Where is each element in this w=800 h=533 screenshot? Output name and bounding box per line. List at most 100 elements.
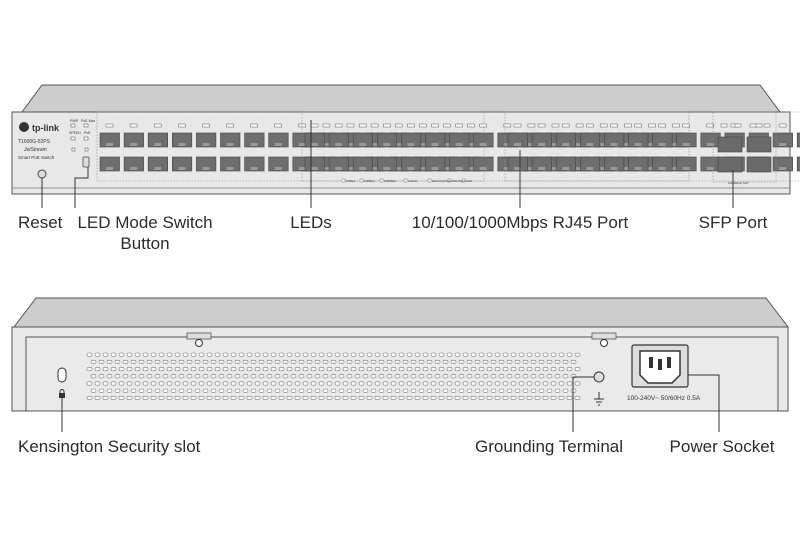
legend-entry: Link/Act [408, 179, 418, 183]
rj45-port[interactable] [604, 156, 625, 172]
rj45-port[interactable] [268, 156, 289, 172]
rj45-port[interactable] [172, 156, 193, 172]
callout-rj45-port: 10/100/1000Mbps RJ45 Port [411, 213, 629, 232]
front-panel: tp-link T1600G-52PS JetStream Smart PoE … [11, 84, 800, 208]
rj45-port[interactable] [531, 156, 552, 172]
rj45-port[interactable] [473, 156, 494, 172]
rj45-port[interactable] [123, 156, 144, 172]
sfp-port[interactable] [717, 156, 743, 173]
rj45-port[interactable] [796, 156, 800, 172]
led-label-pwr: PWR [70, 119, 79, 123]
legend-entry: 1000Mbps [384, 179, 397, 183]
rj45-port[interactable] [172, 132, 193, 148]
rj45-port[interactable] [579, 156, 601, 172]
rj45-port[interactable] [604, 132, 625, 148]
callout-sfp-port: SFP Port [698, 213, 768, 232]
rj45-port[interactable] [196, 156, 217, 172]
reset-button[interactable] [37, 169, 47, 179]
tp-link-logo-icon [19, 122, 29, 132]
status-leds: PWR PoE Max SPEED PoE [69, 119, 95, 168]
rj45-port[interactable] [147, 132, 168, 148]
sfp-port[interactable] [746, 136, 772, 153]
series-name: JetStream [23, 147, 47, 153]
rj45-port[interactable] [376, 132, 398, 148]
callout-leds: LEDs [290, 213, 332, 232]
led-mode-switch-button[interactable] [82, 156, 90, 168]
screw-icon [195, 339, 203, 347]
callout-led-mode-line2: Button [120, 234, 170, 253]
legend-entry: 10Mbps [346, 179, 356, 183]
rear-leader-lines [61, 374, 720, 432]
legend-entry: 100Mbps [364, 179, 375, 183]
power-socket[interactable] [631, 344, 689, 388]
callout-kensington: Kensington Security slot [18, 437, 201, 456]
legend-entry: Fault [466, 179, 472, 183]
rj45-port[interactable] [328, 132, 349, 148]
rj45-port[interactable] [304, 156, 325, 172]
rj45-port[interactable] [531, 132, 552, 148]
rj45-port[interactable] [555, 132, 577, 148]
rj45-port[interactable] [220, 132, 241, 148]
ground-symbol-icon [594, 392, 604, 406]
rj45-port[interactable] [449, 156, 470, 172]
rj45-port[interactable] [772, 132, 793, 148]
rj45-port-array [96, 111, 800, 182]
rj45-port[interactable] [196, 132, 217, 148]
callout-led-mode-line1: LED Mode Switch [77, 213, 213, 232]
rj45-port[interactable] [652, 132, 673, 148]
rj45-port[interactable] [268, 132, 289, 148]
callout-led-mode-switch: LED Mode Switch Button [77, 212, 212, 254]
rj45-port[interactable] [99, 156, 120, 172]
front-chassis-top [21, 84, 781, 113]
front-leader-lines [41, 120, 734, 208]
rj45-port[interactable] [401, 156, 422, 172]
sfp-note: 1000Mbps SFP [728, 181, 749, 185]
rj45-port[interactable] [352, 156, 374, 172]
callout-reset: Reset [18, 213, 63, 232]
switch-description: Smart PoE Switch [18, 155, 55, 160]
legend-entry: PoE Output [452, 179, 466, 183]
sfp-port[interactable] [717, 136, 743, 153]
rj45-port[interactable] [244, 156, 265, 172]
rj45-port[interactable] [676, 132, 697, 148]
rear-chassis-top [12, 297, 790, 328]
rj45-port[interactable] [376, 156, 398, 172]
grounding-terminal[interactable] [593, 371, 605, 383]
rj45-port[interactable] [579, 132, 601, 148]
kensington-slot[interactable] [57, 367, 67, 383]
rj45-port[interactable] [304, 132, 325, 148]
rj45-port[interactable] [328, 156, 349, 172]
rj45-port[interactable] [772, 156, 793, 172]
rj45-port[interactable] [147, 156, 168, 172]
rj45-port[interactable] [401, 132, 422, 148]
model-name: T1600G-52PS [18, 139, 51, 145]
rj45-port[interactable] [352, 132, 374, 148]
rj45-port[interactable] [449, 132, 470, 148]
sfp-port-array: 1000Mbps SFP [712, 111, 777, 185]
brand-name: tp-link [32, 123, 60, 133]
legend-entry: Delivering Power [432, 179, 452, 183]
rj45-port[interactable] [220, 156, 241, 172]
rj45-port[interactable] [244, 132, 265, 148]
rj45-port[interactable] [123, 132, 144, 148]
sfp-port[interactable] [746, 156, 772, 173]
rear-panel: 100-240V~ 50/60Hz 0.5A [11, 297, 790, 432]
rj45-port[interactable] [652, 156, 673, 172]
rj45-port[interactable] [425, 156, 446, 172]
rj45-port[interactable] [473, 132, 494, 148]
rj45-port[interactable] [99, 132, 120, 148]
led-legend: 10Mbps 100Mbps 1000Mbps Link/Act Delivering … [341, 178, 472, 183]
rj45-port[interactable] [555, 156, 577, 172]
rj45-port[interactable] [796, 132, 800, 148]
callout-grounding: Grounding Terminal [474, 437, 624, 456]
rj45-port[interactable] [676, 156, 697, 172]
power-rating: 100-240V~ 50/60Hz 0.5A [627, 395, 701, 402]
rj45-port[interactable] [507, 132, 528, 148]
rj45-port[interactable] [628, 156, 649, 172]
screw-icon [600, 339, 608, 347]
rj45-port[interactable] [628, 132, 649, 148]
rj45-port[interactable] [425, 132, 446, 148]
rj45-port[interactable] [507, 156, 528, 172]
